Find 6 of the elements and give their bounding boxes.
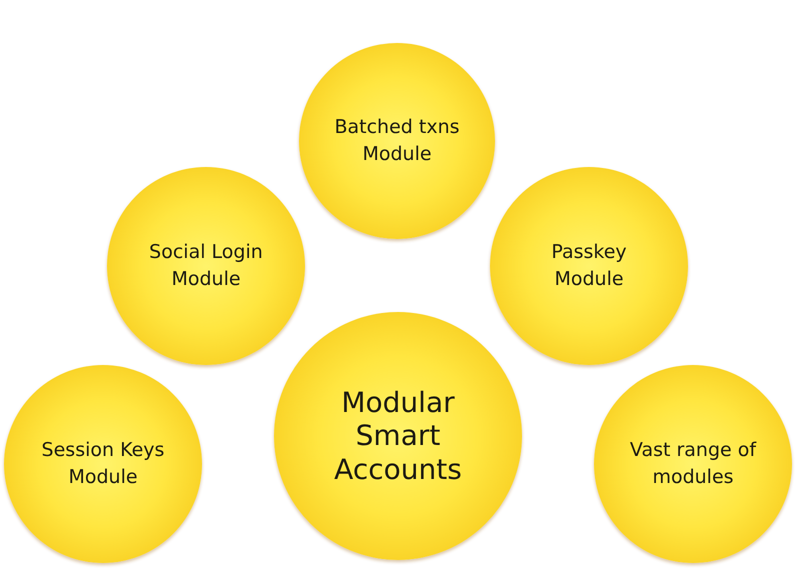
node-label: Social Login Module	[148, 240, 264, 292]
node-label: Modular Smart Accounts	[333, 386, 463, 486]
node-label: Batched txns Module	[333, 115, 461, 167]
node-label: Vast range of modules	[628, 438, 758, 490]
node-label: Session Keys Module	[40, 438, 166, 490]
node-label: Passkey Module	[550, 240, 628, 292]
